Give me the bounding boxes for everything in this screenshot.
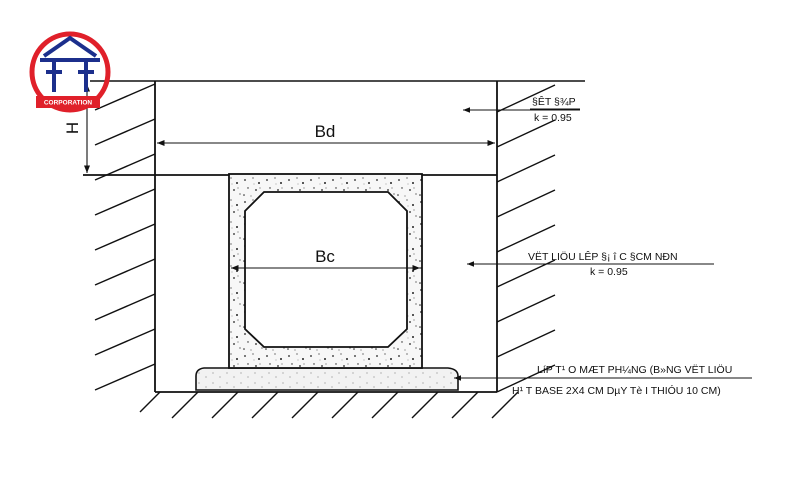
right-soil-hatching	[496, 84, 556, 393]
note-bedding-line1: LíP T¹ O MÆT PH¼NG (B»NG VËT LIÖU	[537, 364, 732, 376]
dimension-bc-label: Bc	[315, 247, 335, 266]
logo-banner	[36, 96, 100, 108]
company-logo: CORPORATION	[29, 31, 111, 113]
note-side-backfill-line1: VËT LIÖU LÊP §¡ î C §CM NÐN	[528, 250, 678, 263]
note-top-backfill-leader	[463, 107, 580, 113]
note-top-backfill-line2: k = 0.95	[534, 112, 572, 124]
house-mark-icon	[40, 35, 100, 92]
dimension-bd-label: Bd	[315, 122, 336, 141]
bedding-layer	[195, 367, 459, 391]
note-bedding-line2: H¹ T BASE 2X4 CM DµY Tè I THIÓU 10 CM)	[512, 384, 721, 397]
left-soil-hatching	[94, 83, 156, 391]
logo-text: CORPORATION	[44, 100, 93, 107]
bottom-soil-hatching	[139, 391, 519, 419]
box-culvert	[228, 173, 423, 369]
note-side-backfill-line2: k = 0.95	[590, 266, 628, 278]
note-top-backfill-line1: §ÊT §¾P	[532, 95, 576, 108]
dimension-h-label: H	[63, 122, 82, 134]
